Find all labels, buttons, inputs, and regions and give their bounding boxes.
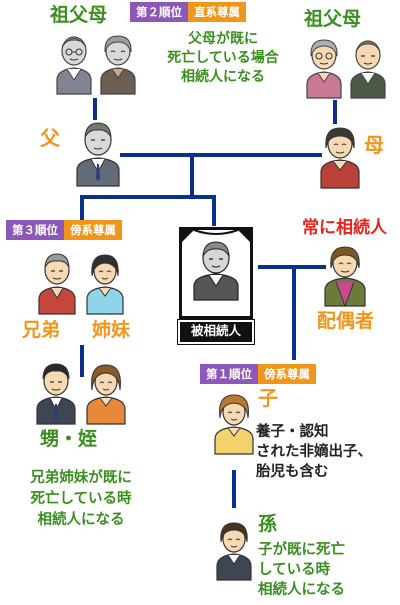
label-grandchild: 孫 — [258, 513, 278, 535]
line-to-child — [292, 265, 296, 360]
note-line: された非嫡出子、 — [256, 444, 372, 460]
grandma-icon — [306, 39, 342, 99]
niece-icon — [86, 364, 126, 425]
badge-rank-label: 第３順位 — [6, 220, 64, 240]
label-deceased-box — [177, 319, 255, 345]
nephew-icon — [36, 363, 76, 425]
child-icon — [214, 394, 254, 455]
line-siblings-to-nephews — [80, 345, 84, 377]
note-siblings-deceased: 兄弟姉妹が既に 死亡している時 相続人になる — [10, 468, 152, 531]
note-line: 死亡している場合 — [167, 50, 279, 66]
label-spouse: 配偶者 — [317, 310, 375, 332]
line-parents-horizontal — [80, 195, 216, 199]
badge-type-label: 直系尊属 — [188, 2, 246, 22]
note-line: 胎児も含む — [256, 464, 329, 480]
deceased-portrait-frame — [179, 227, 253, 319]
note-line: 相続人になる — [181, 69, 265, 85]
sister-icon — [86, 254, 124, 315]
grandpa-icon — [350, 40, 386, 99]
label-mother: 母 — [364, 133, 384, 157]
line-child-grandchild — [232, 470, 236, 508]
note-parents-deceased: 父母が既に 死亡している場合 相続人になる — [148, 30, 298, 87]
label-child: 子 — [258, 386, 278, 410]
badge-first-rank: 第１順位 傍系尊属 — [200, 364, 316, 384]
note-line: 死亡している時 — [30, 491, 132, 507]
note-line: 子が既に死亡 — [258, 542, 345, 558]
mourning-ribbon-icon — [182, 229, 250, 242]
mother-icon — [320, 127, 360, 189]
line-grandparents-father — [93, 98, 97, 120]
brother-icon — [38, 253, 76, 315]
line-parents-down — [190, 155, 194, 197]
deceased-icon — [193, 241, 239, 301]
line-to-siblings — [80, 195, 84, 225]
note-line: 父母が既に — [188, 31, 258, 47]
line-father-mother — [120, 153, 322, 157]
note-line: 兄弟姉妹が既に — [30, 470, 132, 486]
note-line: 相続人になる — [258, 582, 345, 598]
badge-second-rank: 第２順位 直系尊属 — [130, 2, 246, 22]
badge-third-rank: 第３順位 傍系尊属 — [6, 220, 122, 240]
line-grandparents-mother — [333, 100, 337, 124]
label-father: 父 — [40, 126, 60, 150]
grandchild-icon — [216, 522, 252, 581]
label-grandparents-left: 祖父母 — [50, 4, 108, 26]
note-line: 養子・認知 — [256, 424, 329, 440]
label-brothers: 兄弟 — [22, 319, 61, 341]
label-sisters: 姉妹 — [92, 319, 131, 341]
grandpa-icon — [56, 36, 92, 95]
grandma-icon — [100, 35, 136, 95]
badge-type-label: 傍系尊属 — [258, 364, 316, 384]
father-icon — [76, 122, 120, 187]
note-line: している時 — [258, 562, 331, 578]
note-child-deceased: 子が既に死亡 している時 相続人になる — [258, 540, 398, 600]
note-child-includes: 養子・認知 された非嫡出子、 胎児も含む — [256, 422, 396, 482]
note-line: 相続人になる — [37, 512, 125, 528]
label-always-heir: 常に相続人 — [302, 218, 387, 238]
spouse-icon — [324, 246, 366, 308]
badge-rank-label: 第１順位 — [200, 364, 258, 384]
badge-rank-label: 第２順位 — [130, 2, 188, 22]
label-nephew-niece: 甥・姪 — [40, 428, 98, 450]
line-to-deceased — [212, 195, 216, 226]
badge-type-label: 傍系尊属 — [64, 220, 122, 240]
label-grandparents-right: 祖父母 — [304, 8, 362, 30]
label-deceased: 被相続人 — [190, 323, 241, 338]
